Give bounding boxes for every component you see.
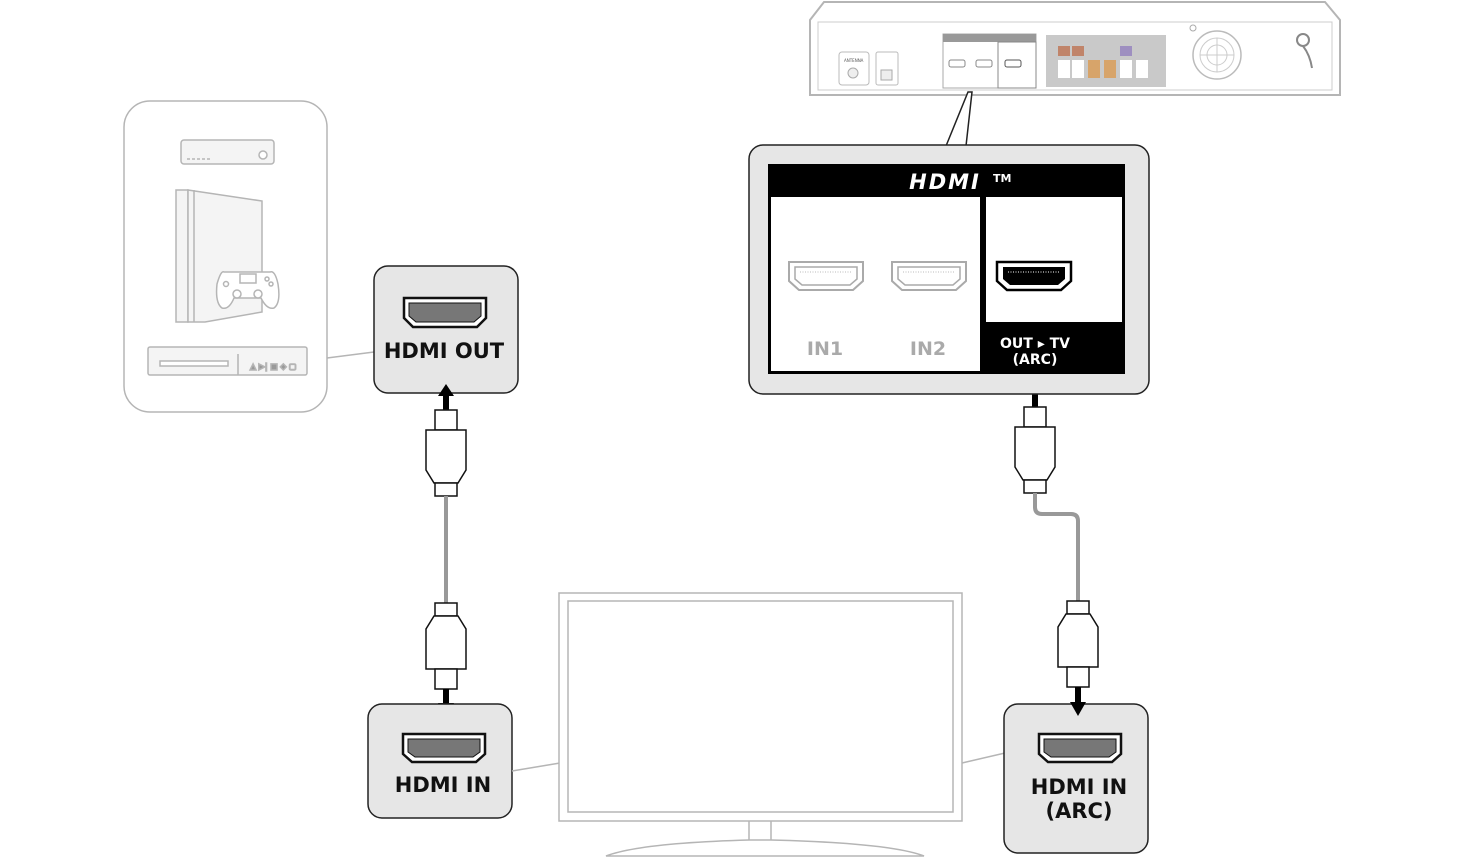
svg-text:▲ ▶| ■ ◆ ▢: ▲ ▶| ■ ◆ ▢ — [250, 362, 296, 371]
hdmi-in-label: HDMI IN — [395, 773, 491, 797]
hdmi-out-label: HDMI OUT — [384, 339, 505, 363]
right-hdmi-cable — [1014, 381, 1099, 716]
cable-line — [1033, 493, 1080, 601]
hdmi-in-arc-label-line1: HDMI IN — [1031, 775, 1127, 799]
power-cord-icon — [1296, 33, 1313, 69]
speaker-terminals — [1046, 35, 1166, 87]
left-hdmi-cable — [425, 384, 467, 717]
down-arrow-icon — [1070, 687, 1086, 716]
hdmi-out-tv-port-icon — [995, 260, 1073, 292]
game-controller-icon — [215, 271, 280, 310]
hdmi-out-box: HDMI OUT — [373, 265, 519, 394]
hdmi-in-arc-port-icon — [1037, 732, 1123, 764]
optical-input — [875, 51, 899, 86]
in1-label: IN1 — [807, 338, 843, 360]
receiver-rear-panel: ANTENNA — [809, 1, 1341, 96]
hdmi-logo: HDMI TM — [909, 170, 1011, 194]
out-tv-label-line1: OUT ▸ TV — [1000, 336, 1070, 352]
hdmi-out-port-icon — [402, 296, 488, 329]
in2-label: IN2 — [910, 338, 946, 360]
svg-text:ANTENNA: ANTENNA — [844, 58, 864, 63]
hdmi-in2-port-icon — [891, 261, 967, 291]
up-arrow-icon — [438, 384, 454, 410]
connector-body — [1014, 426, 1056, 481]
set-top-box-icon — [180, 139, 275, 165]
connector-body — [425, 615, 467, 670]
antenna-terminal: ANTENNA — [838, 51, 870, 86]
out-tv-label-line2: (ARC) — [1013, 352, 1058, 368]
hdmi-in1-port-icon — [788, 261, 864, 291]
panel-callout-pointer — [945, 91, 973, 147]
connector-tip — [434, 409, 458, 431]
connector-tip — [1023, 406, 1047, 428]
connector-tip — [434, 668, 458, 690]
tv-right-callout-line — [961, 752, 1006, 764]
tv-left-callout-line — [511, 762, 561, 772]
hdmi-panel-zoom: HDMI TM IN1 IN2 OUT ▸ TV (ARC) — [748, 144, 1150, 395]
connector-tip — [1066, 666, 1090, 688]
tv-hdmi-in-arc-box: HDMI IN (ARC) — [961, 703, 1149, 854]
hdmi-out-area — [986, 197, 1122, 322]
connector-body — [1057, 613, 1099, 668]
fan-grille-icon — [1192, 30, 1242, 80]
svg-text:HDMI: HDMI — [909, 170, 981, 194]
source-devices-group: ▲ ▶| ■ ◆ ▢ — [123, 100, 375, 413]
hdmi-in-port-icon — [401, 732, 487, 764]
disc-player-icon: ▲ ▶| ■ ◆ ▢ — [147, 346, 308, 376]
svg-text:TM: TM — [993, 172, 1011, 185]
receiver-hdmi-section — [942, 33, 1037, 89]
television-icon — [558, 592, 963, 857]
connector-body — [425, 429, 467, 484]
source-callout-line — [326, 351, 375, 359]
hdmi-in-arc-label-line2: (ARC) — [1045, 799, 1112, 823]
tv-hdmi-in-box: HDMI IN — [367, 703, 561, 819]
